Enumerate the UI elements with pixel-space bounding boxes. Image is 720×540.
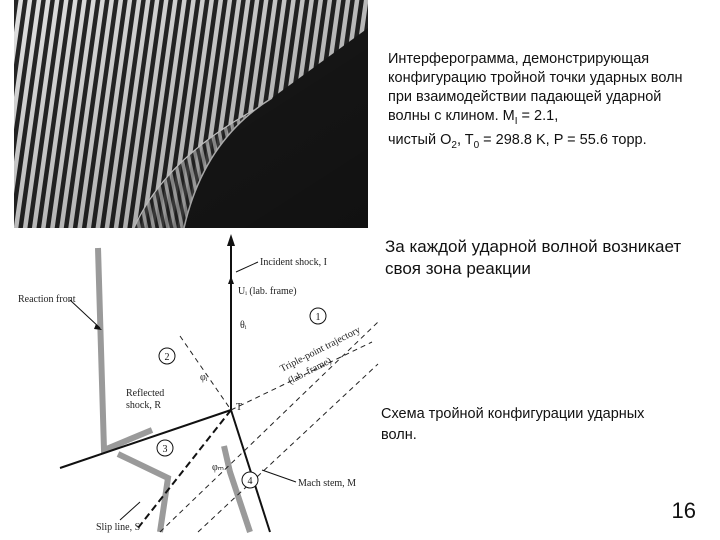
reaction-front-line: [95, 247, 154, 455]
caption-line-5: чистый O2, T0 = 298.8 K, P = 55.6 торр.: [388, 131, 713, 155]
zone-4-label: 4: [248, 476, 253, 487]
reflected-label-line-1: Reflected: [126, 388, 164, 399]
caption-line-4-suffix: = 2.1,: [517, 108, 559, 124]
caption-line-5-sub2: 0: [473, 139, 480, 151]
phi-i-label: φᵢ: [200, 372, 208, 383]
mach-stem-line: [230, 409, 271, 533]
reflected-label-line-2: shock, R: [126, 400, 161, 411]
zone-2-circle: [158, 347, 176, 365]
phi-m-label: φₘ: [212, 462, 224, 473]
incident-shock-label: Incident shock, I: [260, 257, 327, 268]
incident-shock-pointer: [235, 261, 259, 273]
heading-line-2: своя зона реакции: [385, 259, 531, 278]
interferogram-caption: Интерферограмма, демонстрирующая конфигу…: [388, 50, 713, 155]
zone-2-label: 2: [165, 352, 170, 363]
caption-line-4-sub: I: [514, 115, 518, 127]
interferogram-image: [14, 0, 368, 228]
ui-lab-frame-label: Uᵢ (lab. frame): [238, 286, 297, 297]
zone-4-circle: [241, 471, 259, 489]
ui-arrowhead: [228, 276, 234, 284]
caption-line-5-a: чистый O: [388, 131, 452, 148]
schema-caption-line-1: Схема тройной конфигурации ударных: [381, 406, 645, 422]
reaction-zone-heading: За каждой ударной волной возникает своя …: [385, 236, 715, 280]
zone-3-label: 3: [163, 444, 168, 455]
reaction-front-pointer: [69, 299, 101, 329]
reaction-front-mach: [221, 445, 253, 533]
shock-configuration-diagram: 1 2 3 4 Incident shock, I Uᵢ (lab. frame…: [0, 232, 380, 540]
reaction-front-label: Reaction front: [18, 294, 76, 305]
caption-line-5-b: , T: [456, 131, 474, 148]
zone-1-circle: [309, 307, 327, 325]
schema-caption: Схема тройной конфигурации ударных волн.: [381, 404, 711, 446]
triple-point-trajectory: [159, 321, 379, 533]
reflected-shock-line: [59, 409, 232, 469]
theta-i-label: θᵢ: [240, 320, 247, 331]
caption-line-5-sub1: 2: [451, 139, 457, 151]
caption-line-3: при взаимодействии падающей ударной: [388, 89, 662, 105]
slip-line-pointer: [119, 501, 141, 521]
reaction-front-pointer-head: [94, 324, 102, 330]
schema-caption-line-2: волн.: [381, 427, 417, 443]
mach-stem-label: Mach stem, M: [298, 478, 356, 489]
zone-1-label: 1: [316, 312, 321, 323]
caption-line-2: конфигурацию тройной точки ударных волн: [388, 70, 683, 86]
reference-line-3: [230, 341, 373, 411]
slip-line: [137, 409, 232, 529]
incident-shock-arrowhead: [227, 234, 235, 246]
mach-stem-pointer: [261, 469, 297, 483]
zone-3-circle: [156, 439, 174, 457]
caption-line-5-c: = 298.8 K, P = 55.6 торр.: [479, 131, 647, 148]
triple-point-t-label: T: [236, 402, 242, 413]
heading-line-1: За каждой ударной волной возникает: [385, 237, 682, 256]
slip-line-label: Slip line, S: [96, 522, 140, 533]
slide-number: 16: [671, 498, 696, 523]
caption-line-4: волны с клином. MI = 2.1,: [388, 107, 713, 131]
caption-line-4-prefix: волны с клином. M: [388, 108, 515, 124]
reaction-front-lower: [116, 451, 172, 533]
reference-line-2: [179, 335, 232, 411]
caption-line-1: Интерферограмма, демонстрирующая: [388, 51, 650, 67]
